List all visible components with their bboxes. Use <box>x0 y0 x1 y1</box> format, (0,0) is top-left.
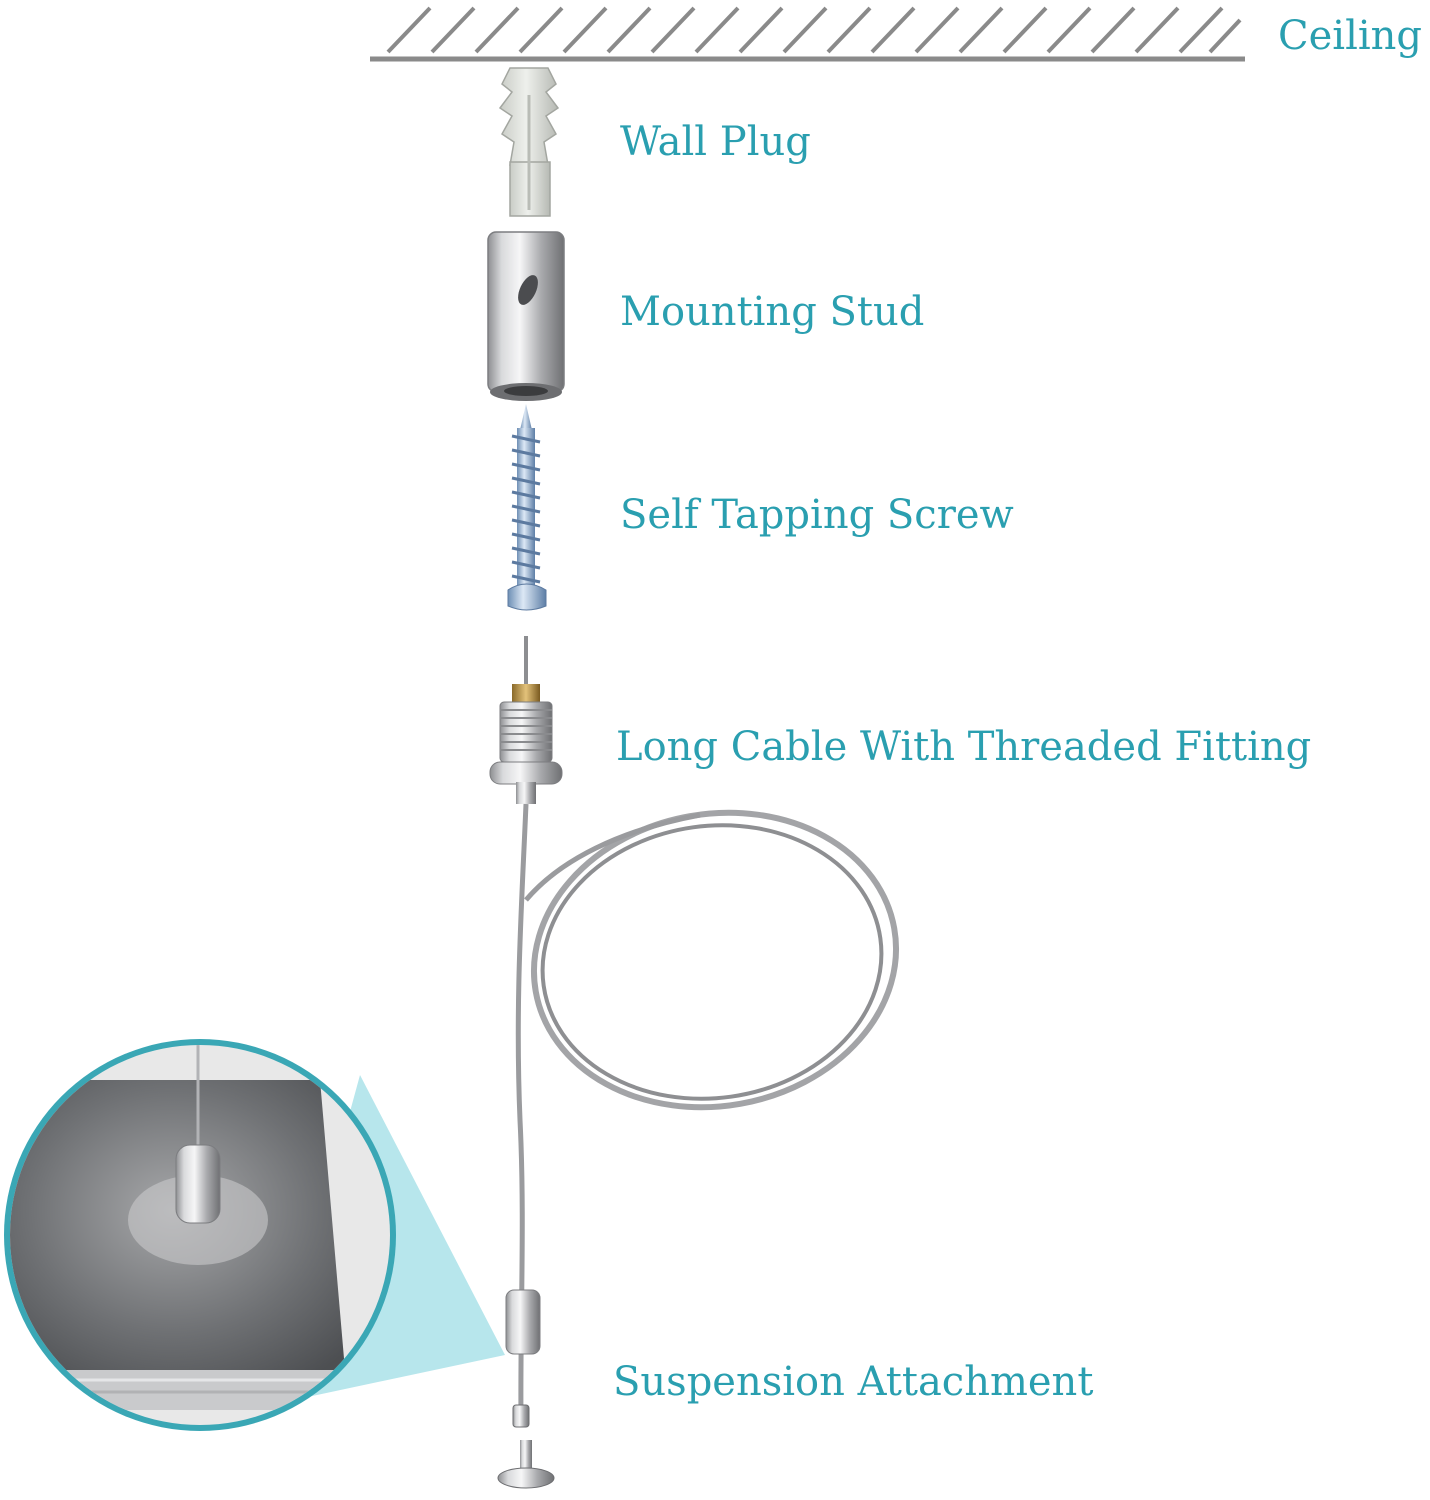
suspension-attachment-label: Suspension Attachment <box>613 1359 1094 1405</box>
suspension-attachment-part <box>497 1289 555 1489</box>
cable-fitting-part <box>489 636 900 1421</box>
self-tapping-screw-label: Self Tapping Screw <box>620 492 1014 538</box>
detail-circle <box>4 1039 396 1431</box>
mounting-stud-label: Mounting Stud <box>620 289 925 335</box>
wall-plug-part <box>498 67 560 217</box>
wall-plug-label: Wall Plug <box>620 119 811 165</box>
ceiling-label: Ceiling <box>1278 13 1423 59</box>
ceiling <box>370 6 1245 62</box>
self-tapping-screw-part <box>507 404 547 611</box>
mounting-stud-part <box>487 231 565 401</box>
cable-label: Long Cable With Threaded Fitting <box>616 724 1312 770</box>
